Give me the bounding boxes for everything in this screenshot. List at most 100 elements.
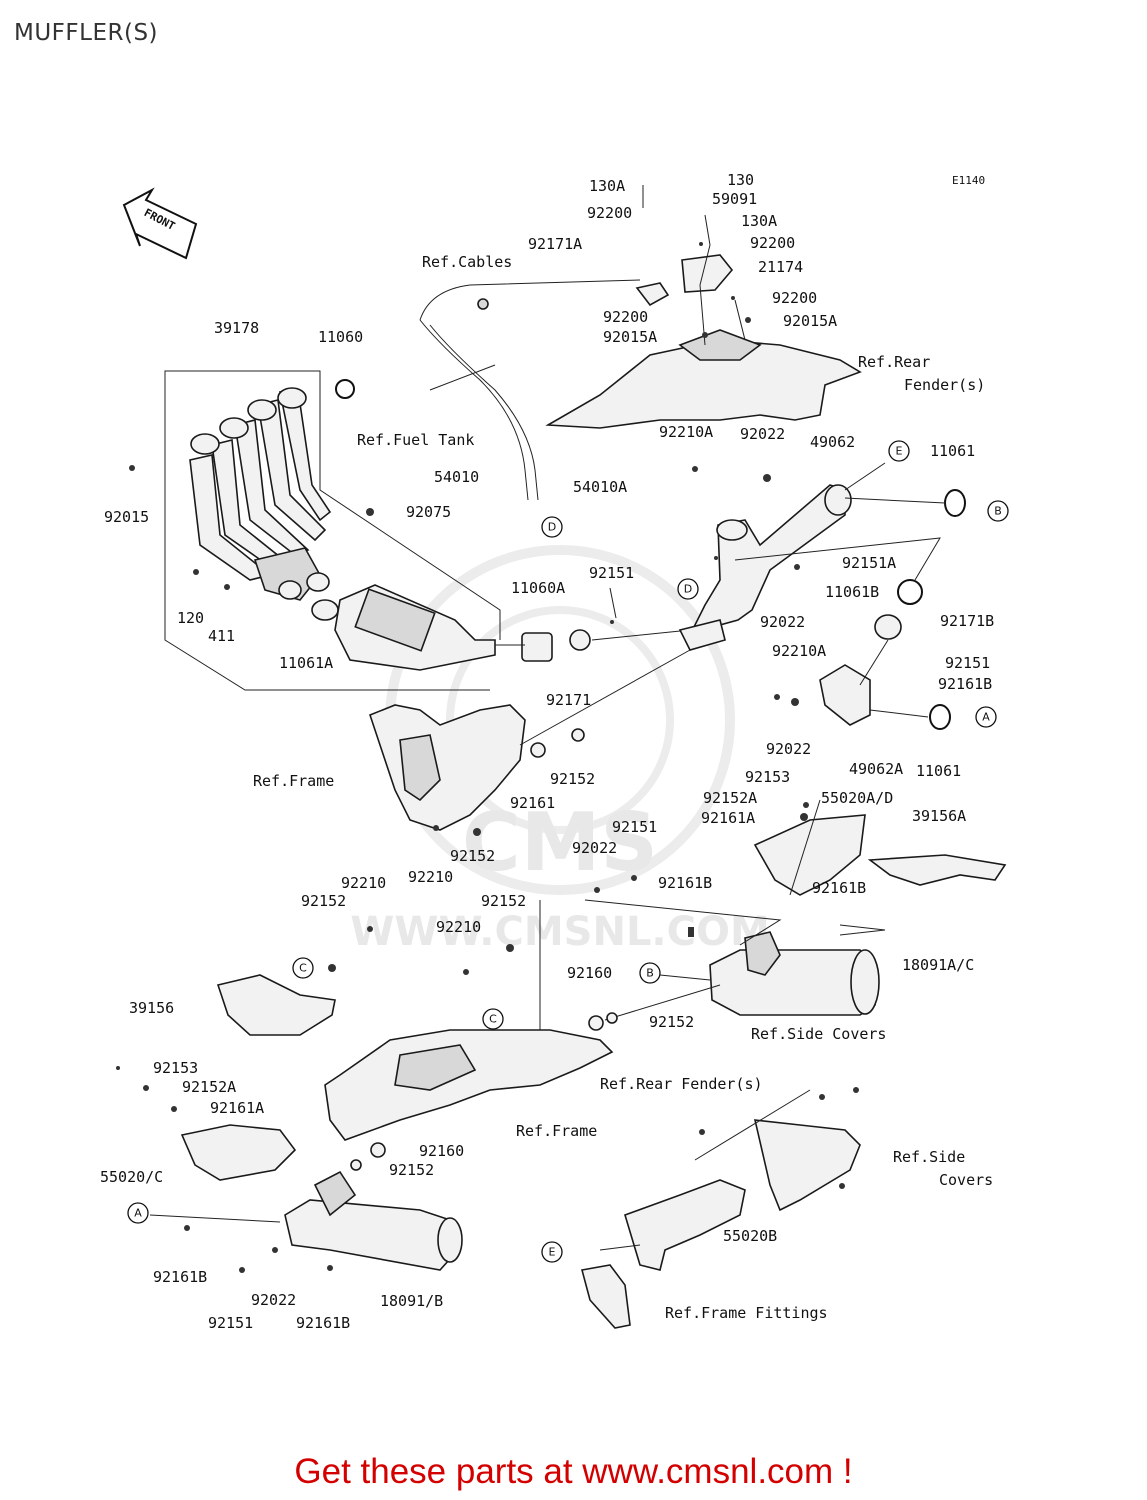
ref-marker-D-mid: D: [677, 578, 699, 600]
part-label: 92210A: [772, 642, 826, 660]
part-label: 92152: [550, 770, 595, 788]
part-label: Ref.Side: [893, 1148, 965, 1166]
leader: [734, 537, 941, 581]
part-label: 92200: [750, 234, 795, 252]
svg-text:A: A: [982, 711, 990, 724]
part-label: 92161B: [296, 1314, 350, 1332]
part-label: 11061A: [279, 654, 333, 672]
part-label: 92161B: [153, 1268, 207, 1286]
part-label: 92210: [341, 874, 386, 892]
bolt-92151: [609, 587, 617, 619]
part-label: Covers: [939, 1171, 993, 1189]
part-label: 54010A: [573, 478, 627, 496]
mid-pipe: [678, 484, 852, 651]
muffler-18091-B: [284, 1170, 463, 1271]
leader: [844, 497, 946, 504]
bracket-21174: [681, 254, 734, 293]
part-label: 92161B: [658, 874, 712, 892]
part-label: 92171B: [940, 612, 994, 630]
gasket-11061B: [897, 579, 923, 605]
part-label: Fender(s): [904, 376, 985, 394]
part-label: 11061B: [825, 583, 879, 601]
part-label: 49062A: [849, 760, 903, 778]
collar-92152-f: [350, 1159, 362, 1171]
part-label: Ref.Cables: [422, 253, 512, 271]
part-label: 92151: [612, 818, 657, 836]
part-label: 11061: [930, 442, 975, 460]
svg-text:D: D: [548, 521, 556, 534]
leader: [584, 899, 782, 946]
ref-marker-B-mid: B: [639, 962, 661, 984]
exhaust-header-39178: [189, 387, 332, 601]
leader: [659, 974, 711, 981]
mount-post: [699, 214, 711, 346]
muffler-18091A-C: [709, 931, 880, 1016]
page-title: MUFFLER(S): [14, 20, 159, 46]
lower-frame: [324, 1029, 614, 1141]
part-label: 92022: [572, 839, 617, 857]
bolt-92161B: [688, 927, 694, 937]
part-labels: 130A 130 59091 92200 130A 92171A 92200 R…: [100, 171, 994, 1332]
part-label: 92022: [760, 613, 805, 631]
ref-marker-C-left: C: [292, 957, 314, 979]
part-label: 59091: [712, 190, 757, 208]
ref-marker-E-bottom: E: [541, 1241, 563, 1263]
cover-55020-C: [180, 1124, 297, 1181]
part-label: 92160: [567, 964, 612, 982]
ref-marker-A-left: A: [127, 1202, 149, 1224]
collar-92152: [571, 728, 585, 742]
part-label: 92160: [419, 1142, 464, 1160]
mount-post-2: [734, 299, 746, 341]
part-label: 92210: [408, 868, 453, 886]
part-label: 92015A: [783, 312, 837, 330]
leader: [789, 799, 821, 896]
leader: [839, 924, 886, 936]
svg-text:B: B: [994, 505, 1002, 518]
front-arrow-icon: FRONT: [122, 187, 198, 260]
part-label: 18091/B: [380, 1292, 443, 1310]
gasket-flange-2: [306, 572, 330, 592]
ref-marker-B-top: B: [987, 500, 1009, 522]
footer-link-text[interactable]: Get these parts at www.cmsnl.com !: [294, 1452, 853, 1491]
part-label: 92022: [740, 425, 785, 443]
part-label: Ref.Rear Fender(s): [600, 1075, 763, 1093]
part-label: 92152A: [182, 1078, 236, 1096]
gasket-11061-a: [929, 704, 951, 730]
part-label: 55020A/D: [821, 789, 893, 807]
gasket-11060A: [521, 632, 553, 662]
part-label: 39156: [129, 999, 174, 1017]
ref-marker-C-frame: C: [482, 1008, 504, 1030]
part-label: 55020/C: [100, 1168, 163, 1186]
part-label: 92152: [389, 1161, 434, 1179]
diagram-code: E1140: [952, 174, 985, 187]
damper-92160-a: [588, 1015, 604, 1031]
part-label: 11061: [916, 762, 961, 780]
leader: [149, 1214, 281, 1223]
frame-section: [369, 704, 526, 831]
part-label: 55020B: [723, 1227, 777, 1245]
part-label: 92200: [587, 204, 632, 222]
part-label: 92153: [745, 768, 790, 786]
svg-text:C: C: [299, 962, 307, 975]
part-label: 54010: [434, 468, 479, 486]
control-cables: [419, 279, 641, 501]
svg-text:E: E: [896, 445, 903, 458]
part-label: 92161B: [812, 879, 866, 897]
part-label: 92152: [450, 847, 495, 865]
part-label: 92171A: [528, 235, 582, 253]
exhaust-header-group-outline: [164, 370, 501, 691]
part-label: 92151: [208, 1314, 253, 1332]
watermark: CMS WWW.CMSNL.COM: [350, 545, 770, 955]
part-label: 92022: [766, 740, 811, 758]
part-label: 11060: [318, 328, 363, 346]
part-label: Ref.Rear: [858, 353, 930, 371]
part-label: 21174: [758, 258, 803, 276]
part-label: 92161: [510, 794, 555, 812]
bracket-92171B: [874, 614, 902, 640]
part-label: 92022: [251, 1291, 296, 1309]
part-label: 92161A: [210, 1099, 264, 1117]
part-label: 92151A: [842, 554, 896, 572]
leader: [591, 629, 691, 641]
gasket-11061A: [311, 599, 339, 621]
part-label: Ref.Frame Fittings: [665, 1304, 828, 1322]
